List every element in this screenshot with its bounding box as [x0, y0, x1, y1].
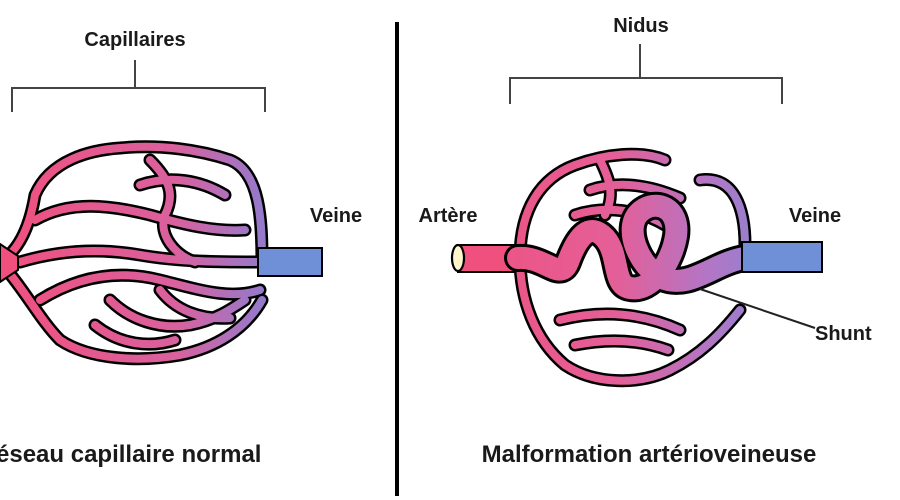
nidus-bracket — [509, 44, 783, 104]
shunt-leader-line — [699, 288, 816, 329]
left-vein-outflow — [257, 247, 323, 277]
avm-network — [450, 147, 823, 388]
right-vein-outflow — [741, 241, 823, 273]
avm-panel: Nidus — [419, 15, 872, 468]
capillaries-label: Capillaires — [84, 29, 185, 51]
normal-capillary-panel: Capillaires — [0, 29, 362, 468]
left-caption: éseau capillaire normal — [0, 441, 261, 468]
shunt-label: Shunt — [815, 323, 872, 345]
artery-label: Artère — [419, 205, 478, 227]
shunt-vessel — [504, 191, 784, 303]
left-vein-label: Veine — [310, 205, 362, 227]
artery-lumen — [450, 243, 466, 273]
left-artery-inflow — [0, 242, 19, 284]
right-caption: Malformation artérioveineuse — [482, 441, 817, 468]
right-vein-label: Veine — [789, 205, 841, 227]
capillaries-bracket — [11, 60, 266, 112]
capillary-network — [0, 140, 323, 366]
nidus-label: Nidus — [613, 15, 669, 37]
